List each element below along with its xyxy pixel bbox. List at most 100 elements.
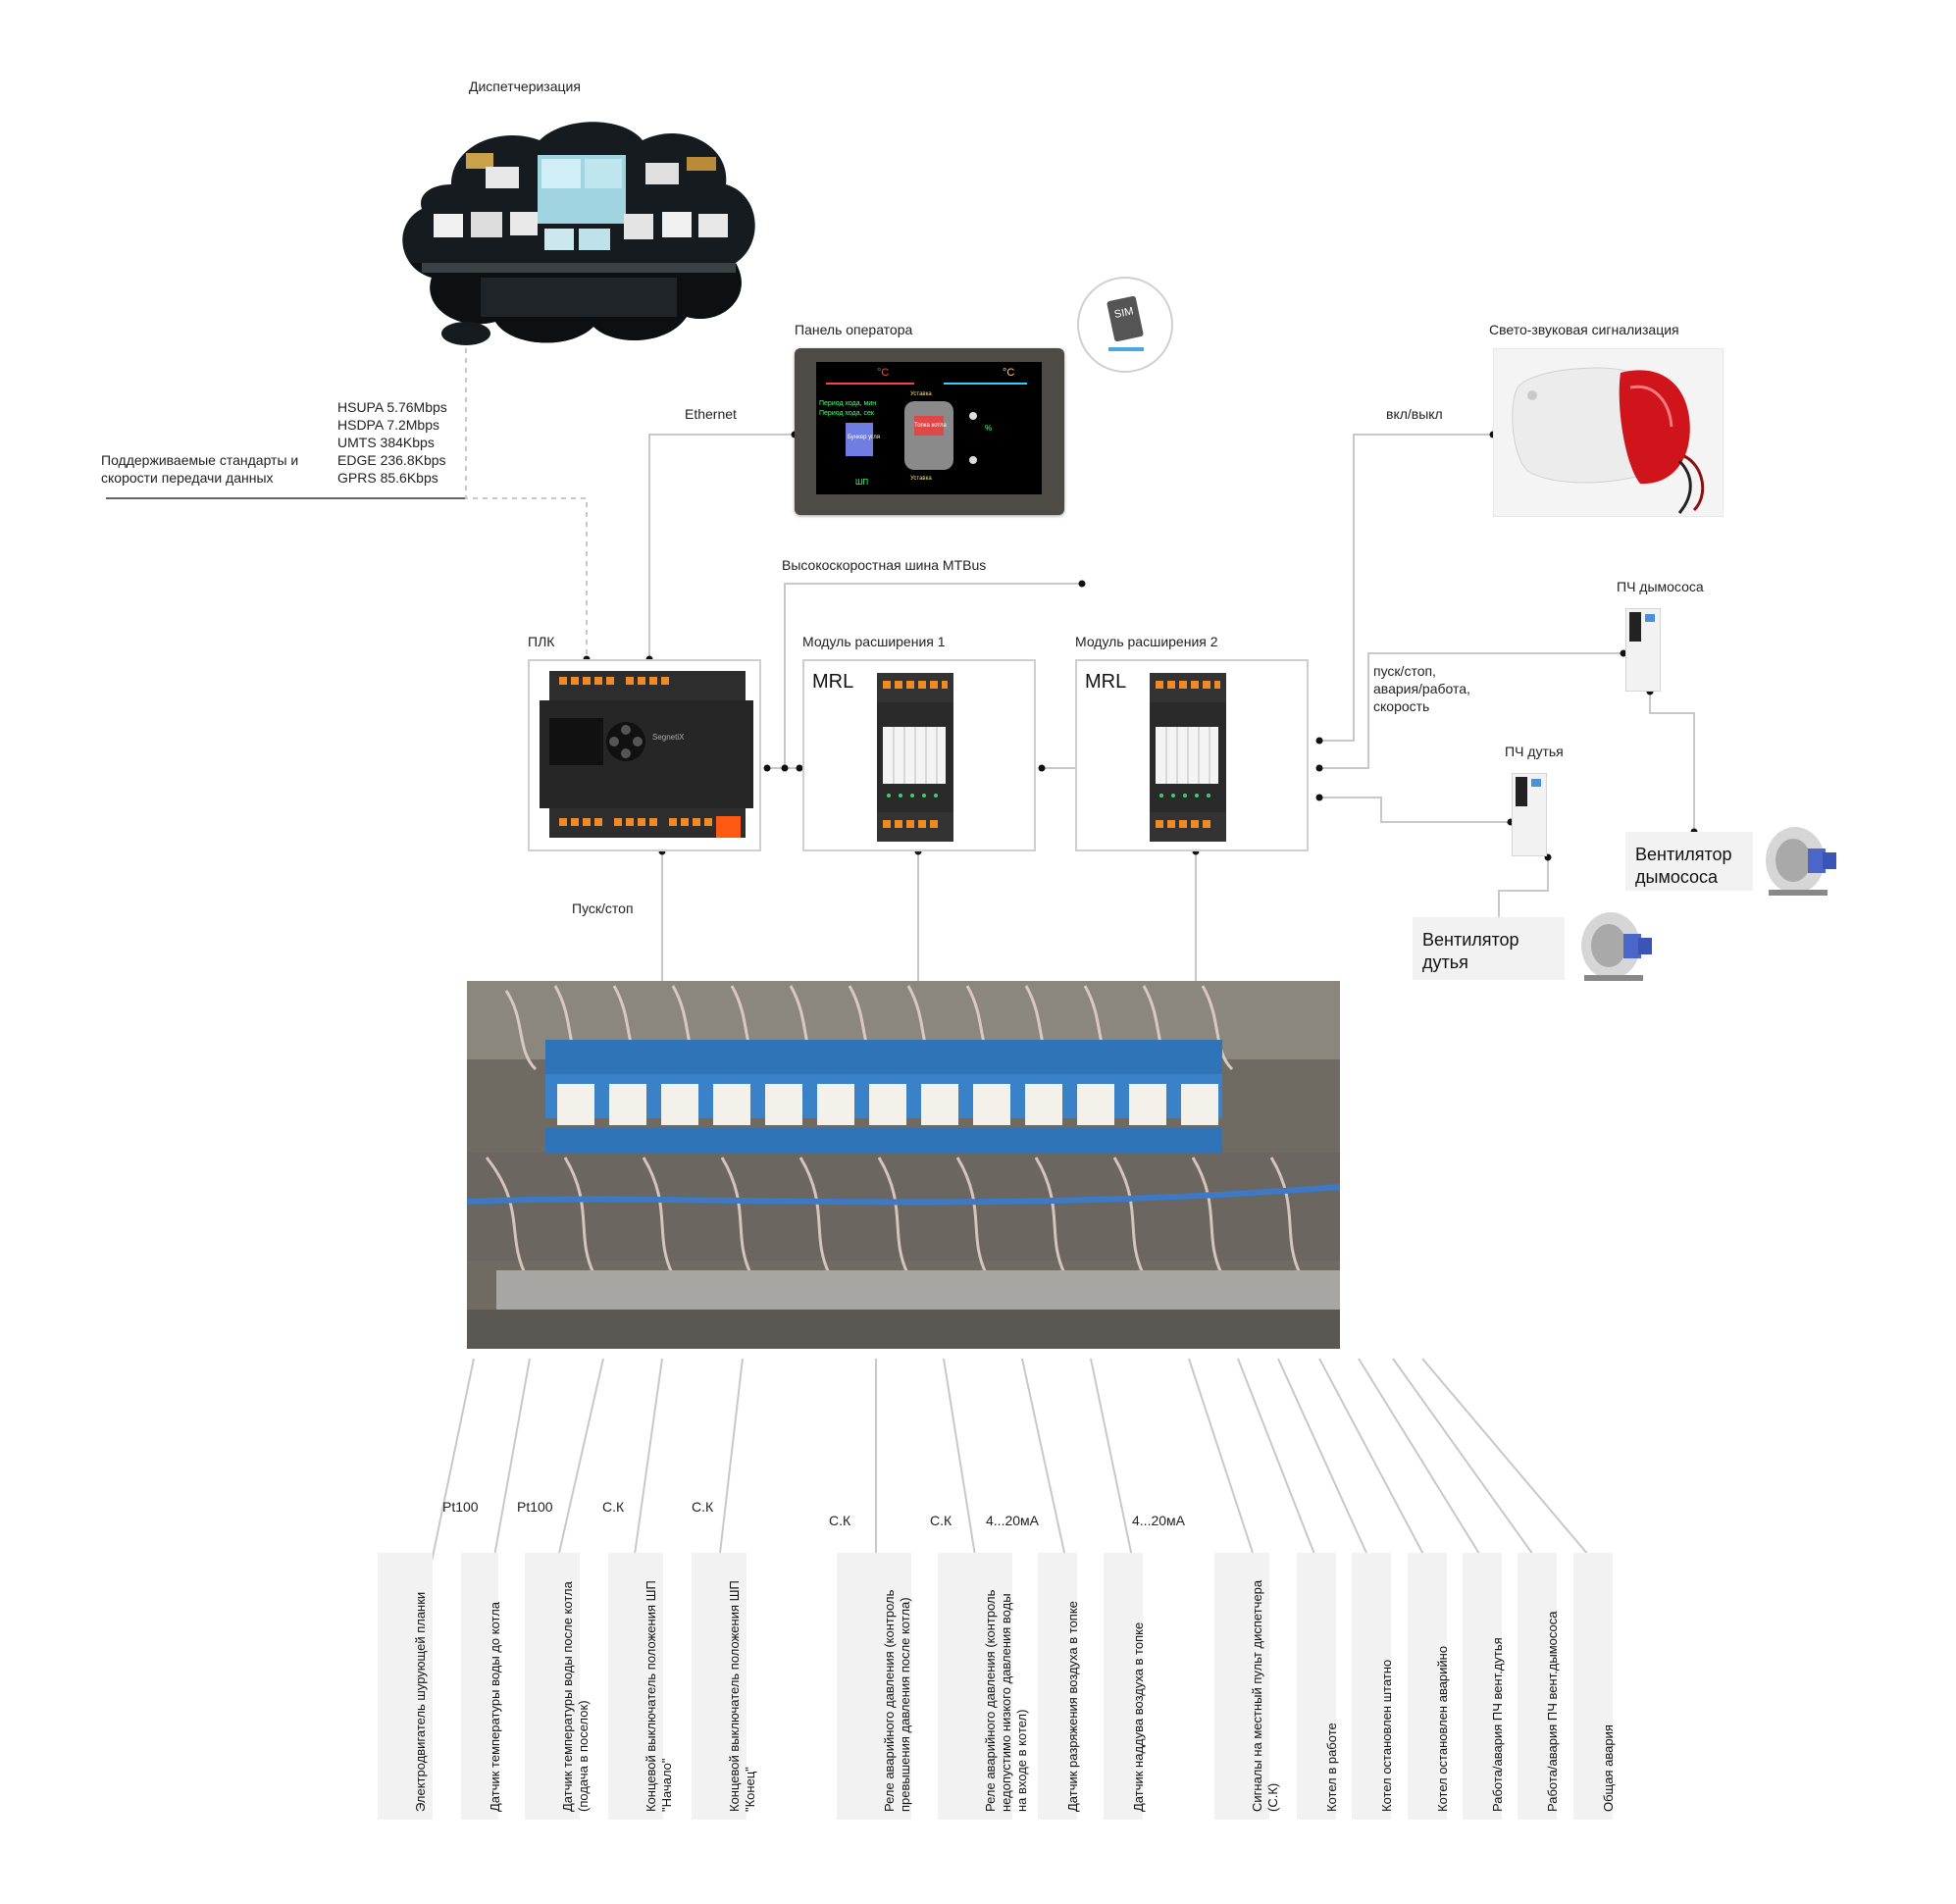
cellular-link (465, 348, 588, 659)
sensor-label-8: Датчик разряжения воздуха в топке (1065, 1601, 1080, 1812)
standards-caption-line2: скорости передачи данных (101, 470, 274, 486)
vfd-signals-line2: авария/работа, (1373, 681, 1470, 696)
vfd-exhaust-fan-line (1649, 692, 1695, 832)
sensor-card-16: Общая авария (1573, 1553, 1616, 1820)
sensor-label-6: Реле аварийного давления (контроль превы… (882, 1589, 912, 1812)
sensor-label-1: Электродвигатель шурующей планки (413, 1591, 428, 1812)
sensor-label-15: Работа/авария ПЧ вент.дымососа (1545, 1611, 1560, 1813)
sensor-card-1: Электродвигатель шурующей планки (378, 1553, 433, 1820)
sensor-card-4: Концевой выключатель положения ШП "Начал… (608, 1553, 674, 1820)
standard-gprs: GPRS 85.6Kbps (337, 470, 438, 486)
sensor-card-2: Датчик температуры воды до котла (461, 1553, 502, 1820)
vfd-blower-device (1512, 773, 1547, 856)
vfd-exhaust-device (1625, 608, 1661, 692)
panel-bunker: Бункер угля (848, 435, 880, 440)
module1-box: MRL (802, 659, 1036, 851)
plc-label: ПЛК (528, 634, 555, 649)
sensor-leads (431, 1358, 1595, 1563)
signal-type-1: Pt100 (442, 1499, 479, 1515)
sensor-card-7: Реле аварийного давления (контроль недоп… (938, 1553, 1029, 1820)
sensor-label-14: Работа/авария ПЧ вент.дутья (1490, 1637, 1505, 1812)
standards-list: HSUPA 5.76Mbps HSDPA 7.2Mbps UMTS 384Kbp… (337, 398, 447, 487)
sensor-label-3: Датчик температуры воды после котла (под… (560, 1581, 591, 1812)
fan-blower-tag: Вентилятор дутья (1413, 917, 1565, 980)
vfd-blower-label: ПЧ дутья (1505, 744, 1564, 759)
sensor-card-3: Датчик температуры воды после котла (под… (525, 1553, 591, 1820)
sensor-label-4: Концевой выключатель положения ШП "Начал… (643, 1580, 674, 1812)
sensor-label-10: Сигналы на местный пульт диспетчера (С.К… (1250, 1579, 1280, 1812)
panel-temp-2: °C (1003, 367, 1014, 379)
mtbus-label: Высокоскоростная шина MTBus (782, 557, 987, 573)
panel-setpoint-bottom: Уставка (910, 476, 932, 482)
sensor-label-12: Котел остановлен штатно (1379, 1659, 1394, 1812)
operator-panel-title: Панель оператора (795, 322, 913, 337)
alarm-line (1319, 434, 1493, 742)
vfd-exhaust-label: ПЧ дымососа (1617, 579, 1704, 594)
sensor-label-13: Котел остановлен аварийно (1435, 1645, 1450, 1812)
sim-underline (1108, 347, 1144, 351)
sim-card-badge: SIM (1077, 277, 1173, 373)
vfd-signals-line3: скорость (1373, 698, 1430, 714)
sensor-card-5: Концевой выключатель положения ШП "Конец… (692, 1553, 757, 1820)
sensor-label-9: Датчик наддува воздуха в топке (1131, 1621, 1146, 1812)
sensor-card-9: Датчик наддува воздуха в топке (1104, 1553, 1146, 1820)
sim-card-icon: SIM (1106, 295, 1145, 342)
sensor-label-11: Котел в работе (1324, 1723, 1339, 1812)
module2-label: Модуль расширения 2 (1075, 634, 1218, 649)
vfd-blower-line (1319, 797, 1511, 823)
module1-label: Модуль расширения 1 (802, 634, 946, 649)
sensor-card-15: Работа/авария ПЧ вент.дымососа (1518, 1553, 1560, 1820)
signal-type-3: С.К (602, 1499, 625, 1515)
standard-hsupa: HSUPA 5.76Mbps (337, 399, 447, 415)
sim-label: SIM (1112, 305, 1135, 322)
standards-caption-line1: Поддерживаемые стандарты и (101, 452, 299, 468)
module1-mrl-tag: MRL (812, 671, 854, 693)
sensor-card-14: Работа/авария ПЧ вент.дутья (1463, 1553, 1505, 1820)
on-off-label: вкл/выкл (1386, 406, 1443, 422)
fan-exhaust-image (1766, 827, 1836, 896)
signal-type-4: С.К (692, 1499, 714, 1515)
panel-percent: % (985, 424, 992, 433)
sensor-label-2: Датчик температуры воды до котла (488, 1601, 502, 1812)
plc-device: SegnetiX (540, 671, 753, 838)
mtbus-line (784, 583, 1082, 768)
standards-caption: Поддерживаемые стандарты и скорости пере… (101, 451, 298, 487)
standard-edge: EDGE 236.8Kbps (337, 452, 446, 468)
vfd-signals-label: пуск/стоп, авария/работа, скорость (1373, 662, 1470, 715)
panel-left-1: Период хода, мин (819, 400, 876, 407)
panel-boiler: Топка котла (914, 423, 948, 429)
plc-brand: SegnetiX (652, 733, 685, 742)
standard-umts: UMTS 384Kbps (337, 435, 435, 450)
sensor-card-8: Датчик разряжения воздуха в топке (1038, 1553, 1080, 1820)
sensor-card-13: Котел остановлен аварийно (1408, 1553, 1450, 1820)
relay-cabinet-image (467, 981, 1340, 1349)
signal-type-7: 4...20мА (986, 1513, 1039, 1528)
module1-device (877, 673, 953, 842)
sensor-card-12: Котел остановлен штатно (1352, 1553, 1394, 1820)
operator-panel-device: °C °C Период хода, мин Период хода, сек … (795, 348, 1064, 515)
fan-exhaust-tag: Вентилятор дымососа (1625, 832, 1753, 891)
ethernet-line (648, 434, 795, 659)
module2-mrl-tag: MRL (1085, 671, 1127, 693)
operator-panel-screen: °C °C Период хода, мин Период хода, сек … (816, 362, 1042, 494)
signal-type-6: С.К (930, 1513, 952, 1528)
dispatch-title: Диспетчеризация (469, 78, 581, 94)
sensor-card-6: Реле аварийного давления (контроль превы… (837, 1553, 912, 1820)
alarm-title: Свето-звуковая сигнализация (1489, 322, 1679, 337)
sensor-label-16: Общая авария (1601, 1724, 1616, 1812)
panel-temp-1: °C (877, 367, 889, 379)
standard-hsdpa: HSDPA 7.2Mbps (337, 417, 440, 433)
fan-blower-image (1581, 912, 1652, 981)
sensor-card-10: Сигналы на местный пульт диспетчера (С.К… (1214, 1553, 1280, 1820)
vfd-signals-line1: пуск/стоп, (1373, 663, 1436, 679)
signal-type-5: С.К (829, 1513, 851, 1528)
sensor-label-7: Реле аварийного давления (контроль недоп… (983, 1589, 1029, 1812)
dispatch-room-image (402, 122, 755, 345)
sensor-card-11: Котел в работе (1297, 1553, 1339, 1820)
module2-box: MRL (1075, 659, 1309, 851)
alarm-siren-image (1493, 348, 1724, 517)
vfd-blower-fan-line (1498, 857, 1549, 922)
module2-device (1150, 673, 1226, 842)
panel-left-2: Период хода, сек (819, 410, 875, 417)
